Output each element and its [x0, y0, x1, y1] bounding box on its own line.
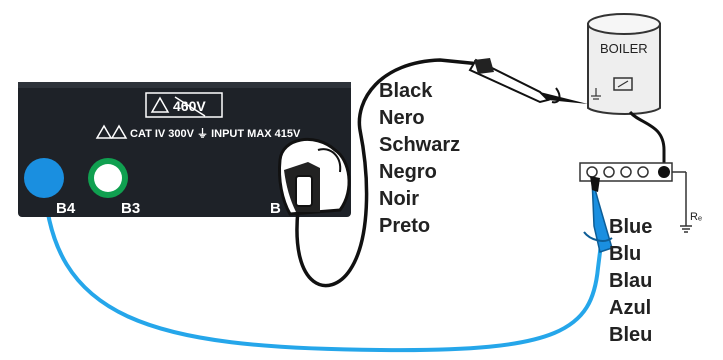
- blue-probe: [583, 176, 613, 253]
- blue-label-0: Blue: [609, 216, 652, 238]
- black-label-4: Noir: [379, 188, 419, 210]
- voltage-badge: [145, 92, 223, 118]
- boiler-label: BOILER: [600, 41, 648, 56]
- blue-label-2: Blau: [609, 270, 652, 292]
- boiler: BOILER: [587, 13, 661, 115]
- terminal-b1-label: B: [270, 200, 281, 217]
- terminal-b4-label: B4: [56, 200, 76, 217]
- black-label-0: Black: [379, 80, 433, 102]
- terminal-b3-label: B3: [121, 200, 140, 217]
- earth-cable: [628, 110, 666, 170]
- blue-label-1: Blu: [609, 243, 641, 265]
- boiler-gauge-icon: [613, 77, 633, 91]
- black-cable: [295, 58, 481, 288]
- black-cable-labels: Black Nero Schwarz Negro Noir Preto: [379, 80, 460, 237]
- black-label-2: Schwarz: [379, 134, 460, 156]
- earth-bar: Rₑ: [579, 162, 702, 233]
- black-probe: [468, 58, 588, 104]
- black-label-1: Nero: [379, 107, 425, 129]
- black-label-3: Negro: [379, 161, 437, 183]
- blue-cable: [42, 177, 604, 353]
- blue-cable-labels: Blue Blu Blau Azul Bleu: [609, 216, 652, 346]
- blue-label-4: Bleu: [609, 324, 652, 346]
- black-plug: [278, 137, 351, 216]
- ground-resistance-label: Rₑ: [690, 211, 702, 223]
- earth-symbol-icon: [591, 88, 601, 100]
- black-label-5: Preto: [379, 215, 430, 237]
- terminal-b4[interactable]: [24, 158, 64, 198]
- rating-text: CAT IV 300V ⏚ INPUT MAX 415V: [130, 127, 301, 140]
- instrument: 460V CAT IV 300V ⏚ INPUT MAX 415V B4 B3 …: [18, 82, 351, 217]
- blue-label-3: Azul: [609, 297, 651, 319]
